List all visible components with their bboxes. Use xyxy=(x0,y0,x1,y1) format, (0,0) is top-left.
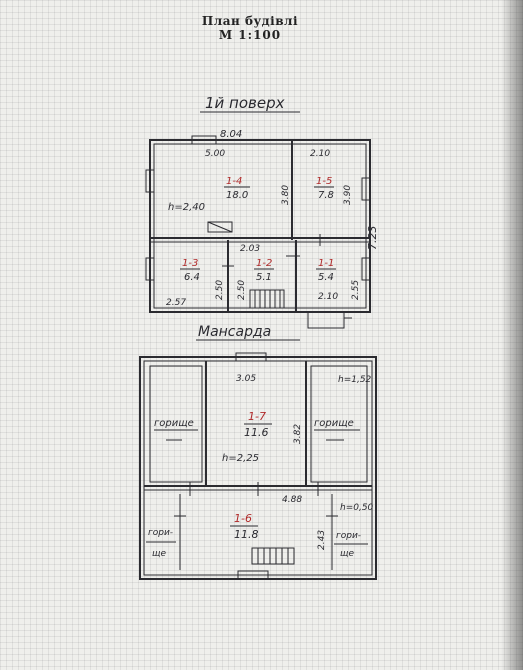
dimension-label: 8.04 xyxy=(220,129,242,140)
floor1-outer-wall xyxy=(149,139,371,313)
svg-text:5.4: 5.4 xyxy=(318,272,334,283)
window xyxy=(361,257,371,281)
document-scale: М 1:100 xyxy=(218,28,282,42)
svg-text:18.0: 18.0 xyxy=(226,190,248,201)
dimension-label: 7.23 xyxy=(366,226,379,251)
dimension-label: 2.50 xyxy=(215,280,225,300)
room-1-7: 1-7 11.6 xyxy=(244,410,272,439)
dimension-label: 3.90 xyxy=(343,185,353,205)
room-1-4: 1-4 18.0 xyxy=(224,176,250,201)
svg-text:гори-: гори- xyxy=(148,528,173,538)
dimension-label: 2.43 xyxy=(317,530,327,550)
stairs xyxy=(251,547,295,565)
dimension-label: 2.50 xyxy=(237,280,247,300)
svg-text:горище: горище xyxy=(314,418,354,429)
svg-text:11.8: 11.8 xyxy=(234,528,259,541)
svg-text:1-2: 1-2 xyxy=(256,258,272,269)
entrance-porch xyxy=(307,311,345,329)
dimension-label: 2.03 xyxy=(240,244,260,254)
ceiling-height: h=0,50 xyxy=(340,503,374,513)
attic-plan xyxy=(139,352,377,580)
storage-label-small-right: гори- ще xyxy=(334,531,368,559)
room-1-5: 1-5 7.8 xyxy=(314,176,334,201)
svg-text:11.6: 11.6 xyxy=(244,426,269,439)
svg-text:1-1: 1-1 xyxy=(318,258,334,269)
dimension-label: 3.82 xyxy=(293,424,303,444)
window xyxy=(145,169,155,193)
dimension-label: 5.00 xyxy=(205,149,225,159)
storage-label-left: горище xyxy=(154,418,198,441)
svg-text:ще: ще xyxy=(152,549,166,559)
room-1-3: 1-3 6.4 xyxy=(180,258,200,283)
storage-label-right: горище xyxy=(314,418,360,441)
dimension-label: 2.57 xyxy=(166,298,186,308)
svg-text:1-3: 1-3 xyxy=(182,258,198,269)
svg-text:горище: горище xyxy=(154,418,194,429)
stove xyxy=(207,221,233,233)
ceiling-height: h=2,25 xyxy=(222,453,259,464)
window xyxy=(235,352,267,362)
ceiling-height: h=2,40 xyxy=(168,202,205,213)
window xyxy=(237,570,269,580)
svg-text:1-6: 1-6 xyxy=(234,512,252,525)
attic-inner-wall-line xyxy=(143,360,373,576)
dimension-label: 2.10 xyxy=(318,292,338,302)
svg-text:1-5: 1-5 xyxy=(316,176,332,187)
svg-text:7.8: 7.8 xyxy=(318,190,334,201)
dimension-label: 2.10 xyxy=(310,149,330,159)
room-1-6: 1-6 11.8 xyxy=(230,512,259,541)
svg-text:ще: ще xyxy=(340,549,354,559)
room-1-2: 1-2 5.1 xyxy=(254,258,274,283)
window xyxy=(361,177,371,201)
floor1-inner-wall-line xyxy=(153,143,367,309)
page-shadow xyxy=(501,0,523,670)
attic-outer-wall xyxy=(139,356,377,580)
svg-text:гори-: гори- xyxy=(336,531,361,541)
dimension-label: 2.55 xyxy=(351,280,361,300)
storage-left xyxy=(149,365,203,483)
floor1-plan xyxy=(145,135,371,329)
storage-right xyxy=(310,365,368,483)
stove xyxy=(207,221,233,233)
svg-text:5.1: 5.1 xyxy=(256,272,272,283)
dimension-label: 3.80 xyxy=(281,185,291,205)
dimension-label: 3.05 xyxy=(236,374,256,384)
attic-heading: Мансарда xyxy=(198,324,271,340)
window xyxy=(145,257,155,281)
svg-text:1-7: 1-7 xyxy=(248,410,266,423)
dimension-label: 4.88 xyxy=(282,495,302,505)
room-1-1: 1-1 5.4 xyxy=(316,258,336,283)
stairs xyxy=(249,289,285,309)
floor1-heading: 1й поверх xyxy=(205,94,285,112)
storage-label-small-left: гори- ще xyxy=(146,528,176,559)
svg-text:6.4: 6.4 xyxy=(184,272,200,283)
ceiling-height: h=1,52 xyxy=(338,375,372,385)
svg-text:1-4: 1-4 xyxy=(226,176,242,187)
document-title: План будівлі xyxy=(201,14,299,28)
window xyxy=(191,135,217,145)
